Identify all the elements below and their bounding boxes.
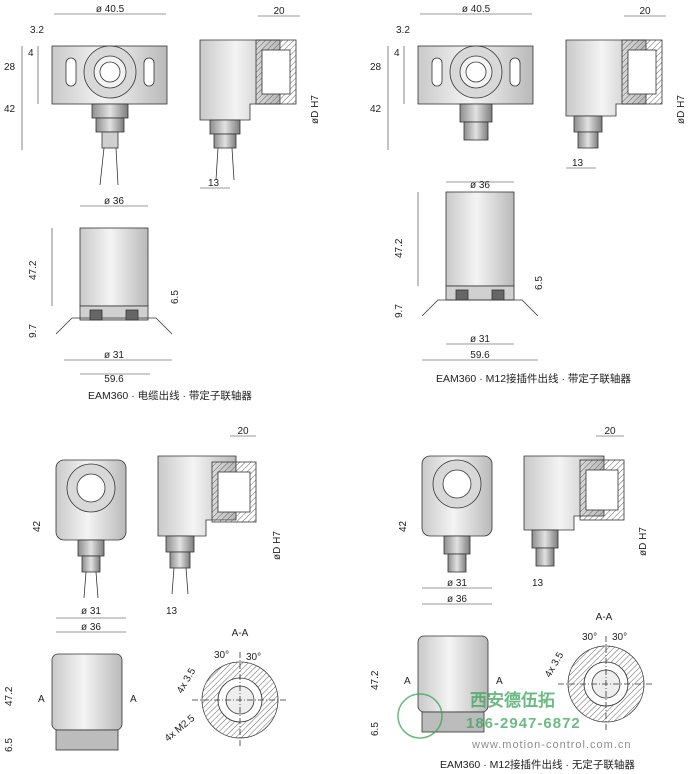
section-mark-a-q3-right: A (130, 694, 137, 705)
dim-42-q3: 42 (32, 520, 43, 532)
dim-9-7-q2: 9.7 (394, 304, 405, 318)
watermark-company: 西安德伍拓 (470, 690, 555, 710)
dim-13-q4: 13 (532, 578, 544, 589)
view-m12-coupling (421, 191, 539, 317)
dim-20-top-right: 20 (639, 6, 651, 17)
view-q4-body (417, 635, 489, 733)
dim-d36-q1: ø 36 (104, 196, 124, 207)
view-q3-front (55, 459, 127, 599)
dim-3-2-right: 3.2 (396, 25, 410, 36)
dim-d40-5-right: ø 40.5 (462, 4, 491, 15)
dim-odh7-q3: øD H7 (272, 531, 283, 560)
view-q3-side (157, 455, 257, 595)
dim-d31-q3: ø 31 (81, 606, 101, 617)
view-m12-front (417, 45, 534, 141)
watermark: 西安德伍拓 186-2947-6872 www.motion-control.c… (397, 690, 632, 751)
dim-3-2-left: 3.2 (30, 25, 44, 36)
dim-13-q3: 13 (166, 606, 178, 617)
section-label-q3: A-A (232, 628, 249, 639)
section-mark-a-q4-left: A (404, 676, 411, 687)
section-mark-a-q4-right: A (496, 676, 503, 687)
dim-20-q3: 20 (237, 426, 249, 437)
caption-m12-without-coupling: EAM360 · M12接插件出线 · 无定子联轴器 (440, 758, 635, 771)
dim-4-left: 4 (28, 48, 34, 59)
dim-d36-q3: ø 36 (81, 622, 101, 633)
dim-47-2-q4: 47.2 (370, 670, 381, 690)
dim-6-5-q1: 6.5 (170, 290, 181, 304)
dim-d36-q4: ø 36 (447, 594, 467, 605)
section-a-a-left (192, 652, 288, 748)
caption-cable-with-coupling: EAM360 · 电缆出线 · 带定子联轴器 (88, 389, 252, 402)
dim-holes-3-5-q4: 4x 3.5 (543, 650, 566, 679)
dim-holes-3-5-q3: 4x 3.5 (175, 666, 198, 695)
dim-42-right: 42 (370, 104, 382, 115)
dim-odh7-q4: øD H7 (638, 527, 649, 556)
dim-59-6-q1: 59.6 (104, 374, 124, 385)
dim-30b-q4: 30° (612, 632, 627, 643)
view-q3-body (51, 653, 123, 751)
dim-47-2-q1: 47.2 (28, 260, 39, 280)
dim-28-right: 28 (370, 62, 382, 73)
dim-d40-5-left: ø 40.5 (96, 4, 125, 15)
section-a-a-right (558, 636, 654, 732)
watermark-phone: 186-2947-6872 (466, 715, 581, 732)
dim-20-q4: 20 (604, 426, 616, 437)
section-label-q4: A-A (596, 612, 613, 623)
dim-holes-m2-5-q3: 4x M2.5 (163, 713, 198, 745)
section-mark-a-q3-left: A (38, 694, 45, 705)
dim-d31-q4: ø 31 (447, 578, 467, 589)
view-m12-side (565, 39, 663, 149)
dim-6-5-q3: 6.5 (4, 738, 15, 752)
dimension-lines (21, 13, 666, 633)
dim-28-left: 28 (4, 62, 16, 73)
dim-30a-q3: 30° (214, 650, 229, 661)
dim-odh7-top-right: øD H7 (676, 95, 687, 124)
dim-30a-q4: 30° (582, 632, 597, 643)
dim-47-2-q3: 47.2 (4, 686, 15, 706)
dim-20-top-left: 20 (273, 6, 285, 17)
dim-d36-q2: ø 36 (470, 180, 490, 191)
dim-13-top-right: 13 (572, 158, 584, 169)
dim-6-5-q4: 6.5 (370, 722, 381, 736)
dim-d31-q1: ø 31 (104, 350, 124, 361)
dim-13-top-left: 13 (208, 178, 220, 189)
dim-odh7-top-left: øD H7 (310, 95, 321, 124)
view-q4-side (523, 455, 625, 567)
view-q4-front (421, 455, 493, 573)
dim-59-6-q2: 59.6 (470, 350, 490, 361)
dim-6-5-q2: 6.5 (534, 276, 545, 290)
caption-m12-with-coupling: EAM360 · M12接插件出线 · 带定子联轴器 (436, 372, 631, 385)
dim-42-left: 42 (4, 104, 16, 115)
watermark-logo-icon (397, 693, 443, 739)
dim-d31-q2: ø 31 (470, 334, 490, 345)
dim-42-q4: 42 (398, 520, 409, 532)
view-cable-coupling (55, 227, 173, 335)
dim-4-right: 4 (394, 48, 400, 59)
watermark-url: www.motion-control.com.cn (471, 739, 632, 751)
dim-30b-q3: 30° (246, 652, 261, 663)
view-cable-front (51, 45, 168, 186)
view-cable-side (199, 39, 297, 181)
dim-9-7-q1: 9.7 (28, 324, 39, 338)
dim-47-2-q2: 47.2 (394, 238, 405, 258)
